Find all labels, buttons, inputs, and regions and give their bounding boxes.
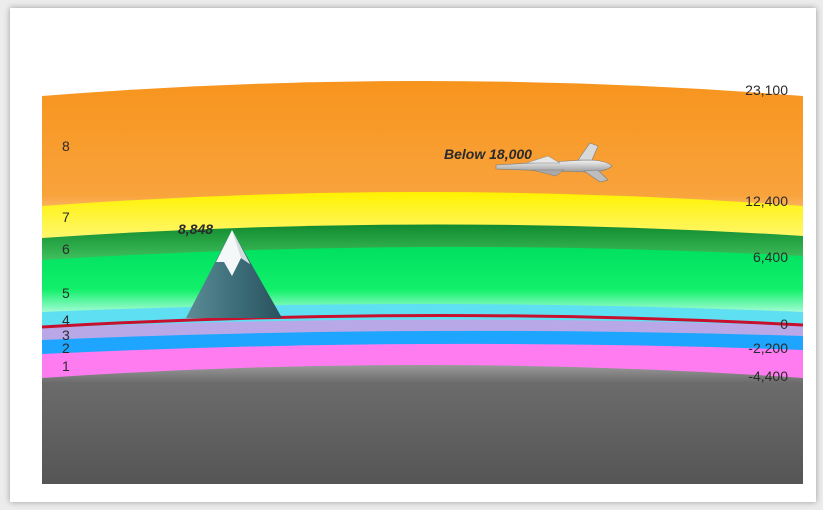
altitude-label-minus-4400: -4,400 (748, 368, 788, 384)
altitude-label-23100: 23,100 (745, 82, 788, 98)
ground-band (42, 365, 803, 484)
layer-label-6: 6 (62, 241, 70, 257)
layer-label-4: 4 (62, 312, 70, 328)
mountain-icon (186, 230, 282, 318)
layer-label-2: 2 (62, 340, 70, 356)
layer-label-7: 7 (62, 209, 70, 225)
airplane-icon (495, 142, 613, 183)
layer-label-3: 3 (62, 327, 70, 343)
altitude-label-12400: 12,400 (745, 193, 788, 209)
layer-label-8: 8 (62, 138, 70, 154)
sea-level-line (41, 313, 804, 329)
layer-label-1: 1 (62, 358, 70, 374)
altitude-label-6400: 6,400 (753, 249, 788, 265)
altitude-label-minus-2200: -2,200 (748, 340, 788, 356)
plane-label: Below 18,000 (444, 146, 532, 162)
altitude-label-0: 0 (780, 316, 788, 332)
mountain-peak-label: 8,848 (178, 221, 213, 237)
layer-label-5: 5 (62, 285, 70, 301)
